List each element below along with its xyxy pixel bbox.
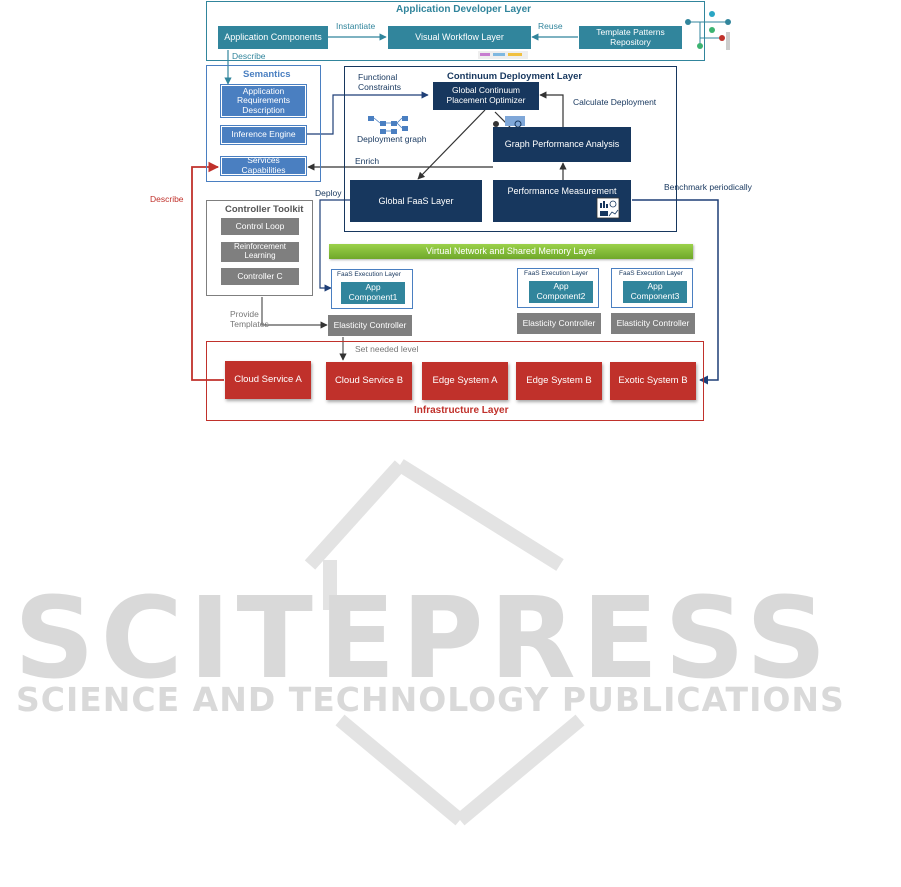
calculate-deployment-label: Calculate Deployment <box>573 97 657 107</box>
elasticity-controller-1: Elasticity Controller <box>328 315 412 336</box>
elasticity-controller-3: Elasticity Controller <box>611 313 695 334</box>
edge-functional-constraints <box>306 91 429 135</box>
performance-measurement-label: Performance Measurement <box>507 186 617 196</box>
graph-performance-node: Graph Performance Analysis <box>493 127 631 162</box>
app-developer-layer-title: Application Developer Layer <box>396 4 532 15</box>
cloud-service-b-node: Cloud Service B <box>326 362 412 400</box>
semantics-title: Semantics <box>243 69 291 80</box>
controller-toolkit-frame <box>206 200 313 296</box>
application-components-node: Application Components <box>218 26 328 49</box>
app-component2-node: App Component2 <box>529 281 593 303</box>
benchmark-label: Benchmark periodically <box>664 182 752 192</box>
app-developer-layer-frame <box>206 1 705 61</box>
app-component1-node: App Component1 <box>341 282 405 304</box>
watermark-big-text: SCITEPRESS <box>14 574 833 704</box>
infrastructure-title: Infrastructure Layer <box>414 405 509 416</box>
inference-engine-node: Inference Engine <box>221 126 306 144</box>
virtual-network-layer: Virtual Network and Shared Memory Layer <box>329 244 693 259</box>
edge-benchmark <box>632 199 719 385</box>
visual-workflow-node: Visual Workflow Layer <box>388 26 531 49</box>
faas-exec-frame-2 <box>517 268 599 308</box>
deploy-label: Deploy <box>315 188 342 198</box>
app-requirements-node: Application Requirements Description <box>221 85 306 117</box>
controller-toolkit-title: Controller Toolkit <box>225 204 304 215</box>
services-capabilities-node: Services Capabilities <box>221 156 306 175</box>
faas-exec-title-2: FaaS Execution Layer <box>524 270 588 277</box>
describe-left-label: Describe <box>150 194 184 204</box>
elasticity-controller-2: Elasticity Controller <box>517 313 601 334</box>
edge-deploy <box>319 199 350 292</box>
controller-c-node: Controller C <box>221 268 299 285</box>
set-needed-level-label: Set needed level <box>355 344 419 354</box>
edge-optimizer-to-faas <box>417 109 486 180</box>
describe-top-label: Describe <box>232 51 266 61</box>
provide-templates-label: Provide Templates <box>230 309 269 330</box>
edge-system-b-node: Edge System B <box>516 362 602 400</box>
faas-exec-frame-3 <box>611 268 693 308</box>
control-loop-node: Control Loop <box>221 218 299 235</box>
cloud-service-a-node: Cloud Service A <box>225 361 311 399</box>
performance-measurement-node: Performance Measurement <box>493 180 631 222</box>
global-optimizer-node: Global Continuum Placement Optimizer <box>433 82 539 110</box>
edge-provide-templates <box>261 297 328 329</box>
edge-describe-left <box>191 161 224 381</box>
faas-exec-frame-1 <box>331 269 413 309</box>
reuse-label: Reuse <box>538 21 563 31</box>
deployment-graph-label: Deployment graph <box>357 134 427 144</box>
template-patterns-node: Template Patterns Repository <box>579 26 682 49</box>
functional-constraints-label: Functional Constraints <box>358 72 401 92</box>
reinforcement-learning-node: Reinforcement Learning <box>221 242 299 262</box>
watermark-small-text: SCIENCE AND TECHNOLOGY PUBLICATIONS <box>16 680 845 719</box>
edge-calculate-deployment <box>539 91 564 127</box>
faas-exec-title-3: FaaS Execution Layer <box>619 270 683 277</box>
continuum-deployment-title: Continuum Deployment Layer <box>447 71 583 82</box>
continuum-deployment-frame <box>344 66 677 232</box>
exotic-system-b-node: Exotic System B <box>610 362 696 400</box>
instantiate-label: Instantiate <box>336 21 376 31</box>
enrich-label: Enrich <box>355 156 380 166</box>
semantics-frame <box>206 65 321 182</box>
global-faas-node: Global FaaS Layer <box>350 180 482 222</box>
faas-exec-title-1: FaaS Execution Layer <box>337 271 401 278</box>
app-component3-node: App Component3 <box>623 281 687 303</box>
edge-system-a-node: Edge System A <box>422 362 508 400</box>
infrastructure-frame <box>206 341 704 421</box>
